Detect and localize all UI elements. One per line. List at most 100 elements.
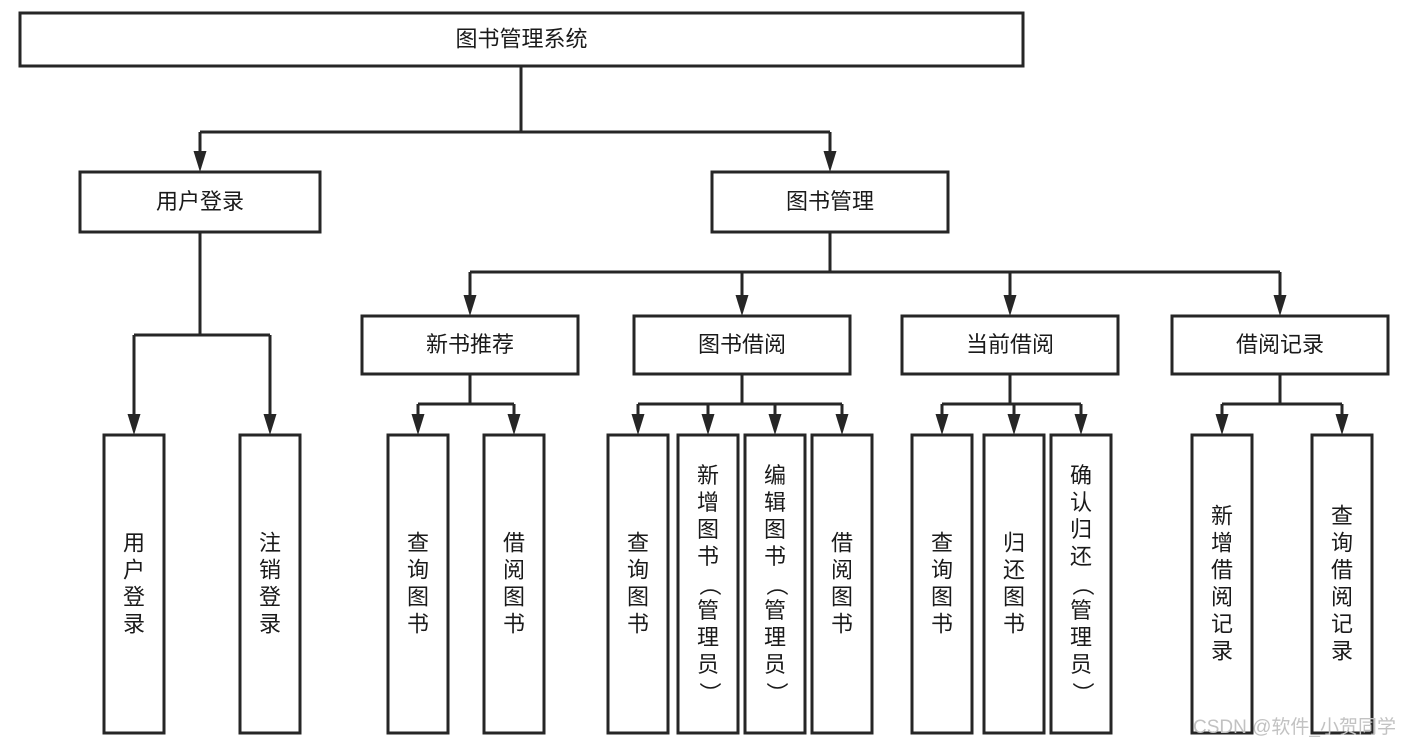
node-book-manage[interactable]: 图书管理	[710, 170, 950, 234]
node-label-leaf-borrow-add-char-5: 管	[697, 598, 719, 623]
node-label-leaf-rec-query2-char-3: 阅	[1331, 584, 1353, 609]
node-box-leaf-cur-return	[982, 433, 1046, 735]
node-box-current-borrow	[900, 314, 1120, 376]
node-label-leaf-cur-confirm-char-8: ）	[1070, 682, 1095, 704]
connector-edge-new-book-rec-to-leaves	[411, 374, 521, 435]
node-label-leaf-borrow-add-char-4: （	[697, 574, 722, 596]
node-label-leaf-borrow-add-char-8: ）	[697, 682, 722, 704]
node-label-leaf-rec-query-char-3: 书	[407, 611, 429, 636]
node-label-leaf-borrow-edit-char-1: 辑	[764, 490, 786, 515]
node-box-new-book-rec	[360, 314, 580, 376]
node-label-borrow-record: 借阅记录	[1236, 332, 1324, 357]
node-leaf-user-login[interactable]: 用户登录	[102, 433, 166, 735]
node-user-login[interactable]: 用户登录	[78, 170, 322, 234]
node-label-leaf-borrow-add-char-6: 理	[697, 625, 719, 650]
node-label-current-borrow: 当前借阅	[966, 332, 1054, 357]
node-label-leaf-borrow-edit-char-8: ）	[764, 682, 789, 704]
node-label-leaf-cur-return-char-2: 图	[1003, 584, 1025, 609]
node-label-leaf-borrow-add-char-7: 员	[697, 652, 719, 677]
node-label-leaf-rec-borrow-char-1: 阅	[503, 557, 525, 582]
node-label-leaf-borrow-add-char-2: 图	[697, 517, 719, 542]
node-label-leaf-borrow-query-char-3: 书	[627, 611, 649, 636]
node-label-leaf-rec-borrow-char-2: 图	[503, 584, 525, 609]
node-label-leaf-user-logout-char-0: 注	[259, 530, 281, 555]
connector-edge-current-borrow-to-leaves	[935, 374, 1088, 435]
node-label-leaf-cur-query-char-0: 查	[931, 530, 953, 555]
node-label-leaf-borrow-lend-char-1: 阅	[831, 557, 853, 582]
node-label-leaf-cur-confirm-char-4: （	[1070, 574, 1095, 596]
node-label-leaf-user-login-char-2: 登	[123, 584, 145, 609]
node-label-root: 图书管理系统	[455, 26, 587, 51]
node-label-leaf-borrow-edit-char-2: 图	[764, 517, 786, 542]
node-box-book-manage	[710, 170, 950, 234]
node-root[interactable]: 图书管理系统	[18, 11, 1025, 68]
node-label-leaf-borrow-edit-char-6: 理	[764, 625, 786, 650]
node-label-book-borrow: 图书借阅	[698, 332, 786, 357]
node-label-leaf-borrow-lend-char-0: 借	[831, 530, 853, 555]
node-label-leaf-cur-return-char-1: 还	[1003, 557, 1025, 582]
node-label-leaf-borrow-add-char-3: 书	[697, 544, 719, 569]
node-book-borrow[interactable]: 图书借阅	[632, 314, 852, 376]
node-label-leaf-cur-confirm-char-2: 归	[1070, 517, 1092, 542]
node-label-new-book-rec: 新书推荐	[426, 332, 514, 357]
node-label-leaf-rec-query-char-1: 询	[407, 557, 429, 582]
node-label-leaf-cur-query-char-3: 书	[931, 611, 953, 636]
node-label-leaf-rec-query-char-0: 查	[407, 530, 429, 555]
connector-edge-user-login-to-leaves	[127, 232, 277, 435]
node-label-leaf-rec-borrow-char-0: 借	[503, 530, 525, 555]
node-label-leaf-borrow-lend-char-2: 图	[831, 584, 853, 609]
node-box-leaf-cur-query	[910, 433, 974, 735]
node-label-leaf-rec-add-char-5: 录	[1211, 638, 1233, 663]
node-box-leaf-cur-confirm	[1049, 433, 1113, 735]
node-label-leaf-cur-confirm-char-1: 认	[1070, 490, 1092, 515]
nodes-layer: 图书管理系统用户登录图书管理新书推荐图书借阅当前借阅借阅记录用户登录注销登录查询…	[18, 11, 1390, 735]
node-label-user-login: 用户登录	[156, 189, 244, 214]
node-label-leaf-borrow-add-char-0: 新	[697, 463, 719, 488]
node-current-borrow[interactable]: 当前借阅	[900, 314, 1120, 376]
node-label-leaf-borrow-edit-char-5: 管	[764, 598, 786, 623]
node-label-leaf-user-login-char-1: 户	[123, 557, 145, 582]
connector-edge-root-to-level2	[193, 66, 837, 172]
node-label-leaf-rec-query2-char-4: 记	[1331, 611, 1353, 636]
connector-edge-book-manage-to-level3	[463, 232, 1287, 316]
node-borrow-record[interactable]: 借阅记录	[1170, 314, 1390, 376]
node-box-leaf-borrow-lend	[810, 433, 874, 735]
node-label-leaf-rec-borrow-char-3: 书	[503, 611, 525, 636]
node-box-leaf-rec-borrow	[482, 433, 546, 735]
node-label-leaf-rec-query2-char-2: 借	[1331, 557, 1353, 582]
node-label-leaf-cur-confirm-char-6: 理	[1070, 625, 1092, 650]
node-box-leaf-user-login	[102, 433, 166, 735]
node-label-leaf-user-logout-char-2: 登	[259, 584, 281, 609]
node-label-leaf-cur-confirm-char-0: 确	[1070, 463, 1092, 488]
node-label-leaf-borrow-add-char-1: 增	[697, 490, 719, 515]
node-new-book-rec[interactable]: 新书推荐	[360, 314, 580, 376]
node-label-leaf-cur-confirm-char-3: 还	[1070, 544, 1092, 569]
node-label-leaf-user-login-char-3: 录	[123, 611, 145, 636]
node-label-leaf-rec-add-char-3: 阅	[1211, 584, 1233, 609]
connector-edge-book-borrow-to-leaves	[631, 374, 849, 435]
node-box-leaf-rec-query2	[1310, 433, 1374, 735]
node-label-leaf-cur-query-char-1: 询	[931, 557, 953, 582]
node-label-leaf-borrow-edit-char-3: 书	[764, 544, 786, 569]
node-label-leaf-borrow-edit-char-7: 员	[764, 652, 786, 677]
node-box-borrow-record	[1170, 314, 1390, 376]
node-label-leaf-cur-return-char-3: 书	[1003, 611, 1025, 636]
node-box-leaf-borrow-edit	[743, 433, 807, 735]
node-label-leaf-cur-confirm-char-5: 管	[1070, 598, 1092, 623]
node-label-leaf-rec-query2-char-0: 查	[1331, 503, 1353, 528]
node-label-leaf-rec-add-char-0: 新	[1211, 503, 1233, 528]
node-label-leaf-rec-add-char-1: 增	[1211, 530, 1233, 555]
